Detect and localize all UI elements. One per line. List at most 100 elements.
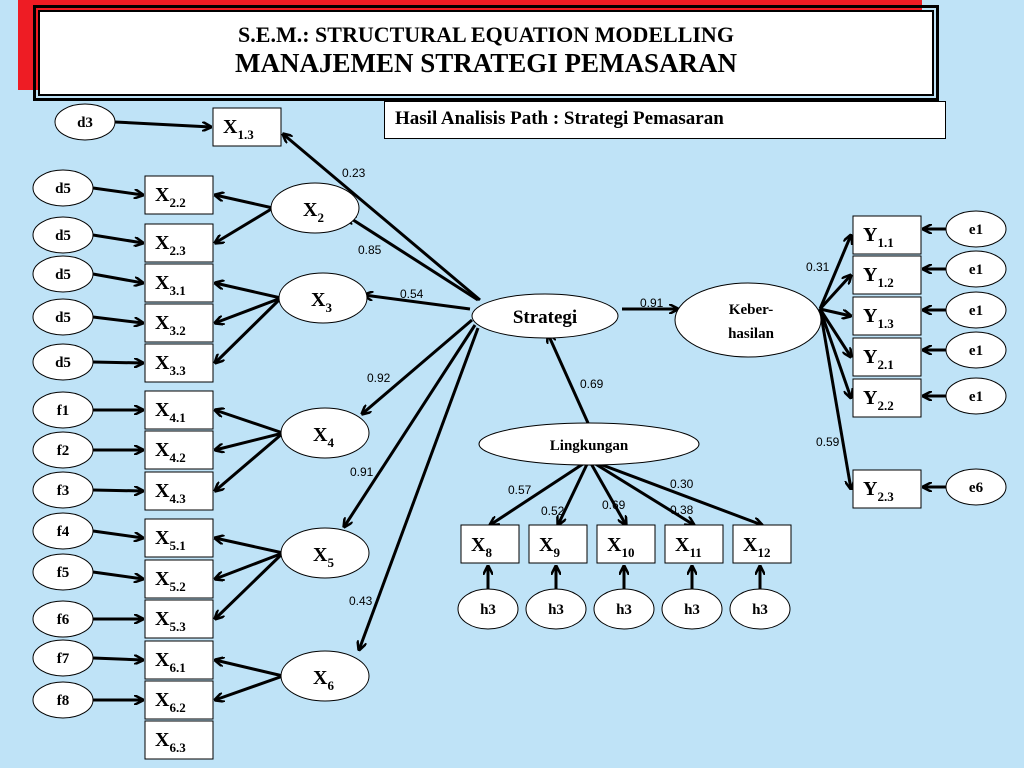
path-strategi-x2 — [347, 216, 479, 302]
indicator-box — [852, 337, 922, 377]
indicator-box — [212, 107, 282, 147]
page-title: S.E.M.: STRUCTURAL EQUATION MODELLING — [238, 22, 734, 47]
strategi-label: Strategi — [513, 307, 577, 328]
coef-strategi-x2: 0.85 — [358, 243, 382, 257]
error-term — [457, 588, 519, 630]
error-term — [32, 298, 94, 336]
lingkungan-label: Lingkungan — [550, 438, 629, 454]
error-term — [32, 343, 94, 381]
indicator-box — [144, 518, 214, 558]
error-label: e1 — [969, 262, 983, 278]
error-label: e6 — [969, 480, 984, 496]
indicator-label: X1.3 — [223, 116, 254, 142]
loading-arrow — [588, 458, 762, 525]
error-arrow — [92, 362, 143, 363]
error-term — [945, 291, 1007, 329]
coef-lingkungan-x11: 0.38 — [670, 503, 694, 517]
error-arrow — [92, 315, 143, 323]
loading-arrow — [215, 538, 284, 555]
indicator-box — [144, 599, 214, 639]
path-strategi-x6 — [359, 327, 480, 650]
loading-arrow — [215, 283, 282, 300]
loading-arrow — [490, 458, 590, 525]
coef-strategi-keberhasilan: 0.91 — [640, 296, 664, 310]
error-term — [945, 468, 1007, 506]
indicator-box — [144, 175, 214, 215]
indicator-box — [144, 263, 214, 303]
loading-arrow — [215, 551, 285, 619]
indicator-label: X6.2 — [155, 689, 186, 715]
error-term — [32, 600, 94, 638]
latent-x-label: X3 — [311, 289, 332, 315]
keberhasilan-label-1: Keber- — [729, 302, 773, 318]
error-label: h3 — [480, 602, 496, 618]
error-term — [729, 588, 791, 630]
error-term — [945, 250, 1007, 288]
path-strategi-x3 — [364, 295, 471, 311]
indicator-box — [852, 215, 922, 255]
error-label: d5 — [55, 355, 71, 371]
error-arrow — [92, 186, 143, 195]
loading-arrow — [819, 307, 851, 316]
loading-arrow — [215, 551, 284, 579]
coef-lingkungan-x12: 0.30 — [670, 477, 694, 491]
indicator-label: Y2.1 — [863, 346, 894, 372]
error-label: e1 — [969, 389, 983, 405]
error-term — [945, 377, 1007, 415]
indicator-box — [528, 524, 588, 564]
page-subtitle-title: MANAJEMEN STRATEGI PEMASARAN — [234, 48, 738, 78]
loading-arrow — [215, 431, 284, 491]
indicator-box — [852, 378, 922, 418]
indicator-box — [144, 303, 214, 343]
indicator-box — [144, 559, 214, 599]
error-label: f1 — [57, 403, 70, 419]
indicator-label: X6.3 — [155, 729, 186, 755]
error-label: e1 — [969, 343, 983, 359]
loading-arrow — [818, 308, 851, 489]
error-term — [32, 431, 94, 469]
coef-strategi-x5: 0.91 — [350, 465, 374, 479]
coef-keberhasilan-y11: 0.31 — [806, 260, 830, 274]
indicator-label: X4.2 — [155, 439, 186, 465]
latent-x — [270, 182, 360, 234]
error-label: e1 — [969, 303, 983, 319]
indicator-box — [144, 471, 214, 511]
loading-arrow — [215, 296, 282, 323]
error-term — [32, 512, 94, 550]
error-arrow — [92, 272, 143, 283]
path-lingkungan-strategi — [548, 334, 590, 424]
indicator-label: X2.3 — [155, 232, 186, 258]
coef-lingkungan-strategi: 0.69 — [580, 377, 604, 391]
error-arrow — [92, 570, 143, 579]
latent-x-label: X5 — [313, 544, 334, 570]
indicator-label: X8 — [471, 534, 492, 560]
latent-x — [280, 650, 370, 702]
path-strategi-x4 — [362, 318, 473, 414]
loading-arrow — [215, 660, 284, 678]
indicator-label: X3.3 — [155, 352, 186, 378]
error-arrow — [92, 233, 143, 243]
coef-strategi-x6: 0.43 — [349, 594, 373, 608]
indicator-box — [852, 255, 922, 295]
indicator-label: Y2.3 — [863, 478, 894, 504]
coef-strategi-x4: 0.92 — [367, 371, 391, 385]
loading-arrow — [587, 459, 626, 525]
error-term — [32, 681, 94, 719]
loading-arrow — [818, 308, 851, 357]
indicator-label: X5.2 — [155, 568, 186, 594]
diagram-nodes: X1.3d3X2.2d5X2.3d5X3.1d5X3.2d5X3.3d5X4.1… — [32, 103, 1007, 760]
path-strategi-x5 — [344, 324, 477, 527]
error-label: d5 — [55, 310, 71, 326]
error-term — [593, 588, 655, 630]
keberhasilan-label-2: hasilan — [728, 326, 775, 342]
latent-x — [280, 407, 370, 459]
indicator-label: X6.1 — [155, 649, 186, 675]
indicator-box — [144, 720, 214, 760]
loading-arrow — [818, 275, 851, 311]
error-label: d3 — [77, 115, 93, 131]
error-label: f2 — [57, 443, 70, 459]
error-term — [661, 588, 723, 630]
error-term — [32, 471, 94, 509]
coef-lingkungan-x9: 0.52 — [541, 504, 565, 518]
indicator-box — [144, 390, 214, 430]
